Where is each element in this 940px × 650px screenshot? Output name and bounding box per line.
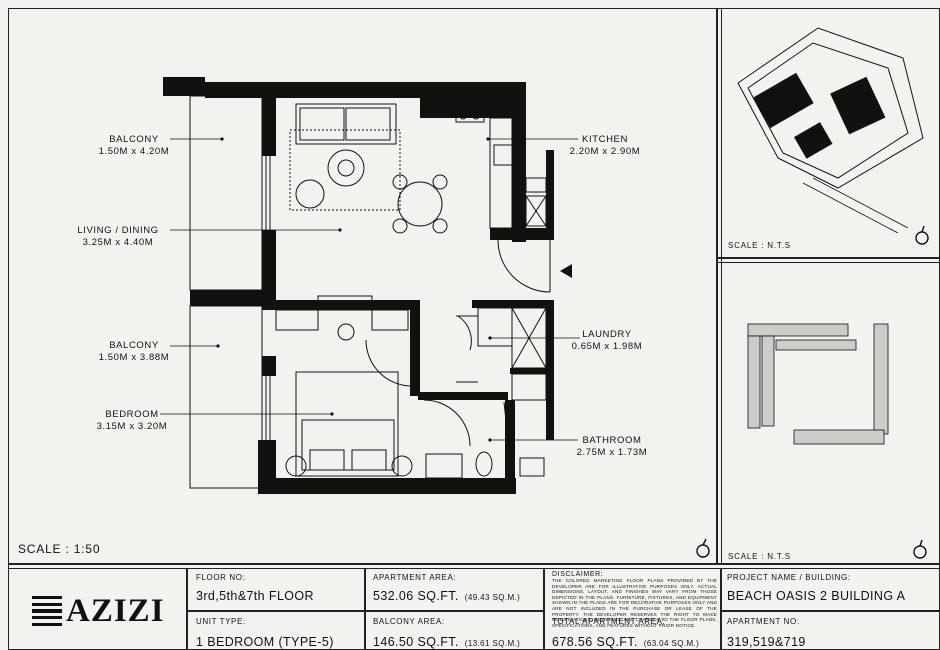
azizi-logo: AZIZI [32,593,165,629]
key-plan-separator [716,257,940,259]
disclaimer-label: DISCLAIMER: [552,571,604,578]
title-divider [543,568,545,650]
balcony-area-label: BALCONY AREA: [373,617,445,626]
apartment-area-value: 532.06 SQ.FT.(49.43 SQ.M.) [373,589,521,603]
building-plan-scale: SCALE : N.T.S [728,552,791,561]
apartment-area-label: APARTMENT AREA: [373,573,457,582]
project-value: BEACH OASIS 2 BUILDING A [727,589,906,603]
balcony-area-value: 146.50 SQ.FT.(13.61 SQ.M.) [373,635,521,649]
title-row-divider [186,610,543,612]
site-plan-scale: SCALE : N.T.S [728,241,791,250]
title-block-top [8,563,940,565]
title-row-divider [720,610,940,612]
total-area-label: TOTAL APARTMENT AREA: [552,617,666,626]
title-block-top-2 [8,568,940,569]
north-arrow-icon [913,539,927,559]
key-plan-divider [716,8,718,564]
title-divider [364,568,366,650]
project-label: PROJECT NAME / BUILDING: [727,573,851,582]
title-divider [720,568,722,650]
disclaimer-text: THE COLORED MARKETING FLOOR PLANS PROVID… [552,578,717,628]
plan-scale: SCALE : 1:50 [18,542,101,556]
north-arrow-icon [915,225,929,245]
site-key-plan [737,27,924,233]
building-key-plan [747,323,889,445]
key-plan-divider-2 [721,8,722,564]
total-area-value: 678.56 SQ.FT.(63.04 SQ.M.) [552,635,700,649]
brand-name: AZIZI [66,593,165,629]
apartment-no-label: APARTMENT NO: [727,617,800,626]
key-plan-separator-2 [716,262,940,263]
floor-no-value: 3rd,5th&7th FLOOR [196,589,314,603]
unit-type-label: UNIT TYPE: [196,617,246,626]
apartment-no-value: 319,519&719 [727,635,806,649]
floor-no-label: FLOOR NO: [196,573,246,582]
unit-type-value: 1 BEDROOM (TYPE-5) [196,635,334,649]
title-divider [186,568,188,650]
floor-plan [160,77,710,558]
